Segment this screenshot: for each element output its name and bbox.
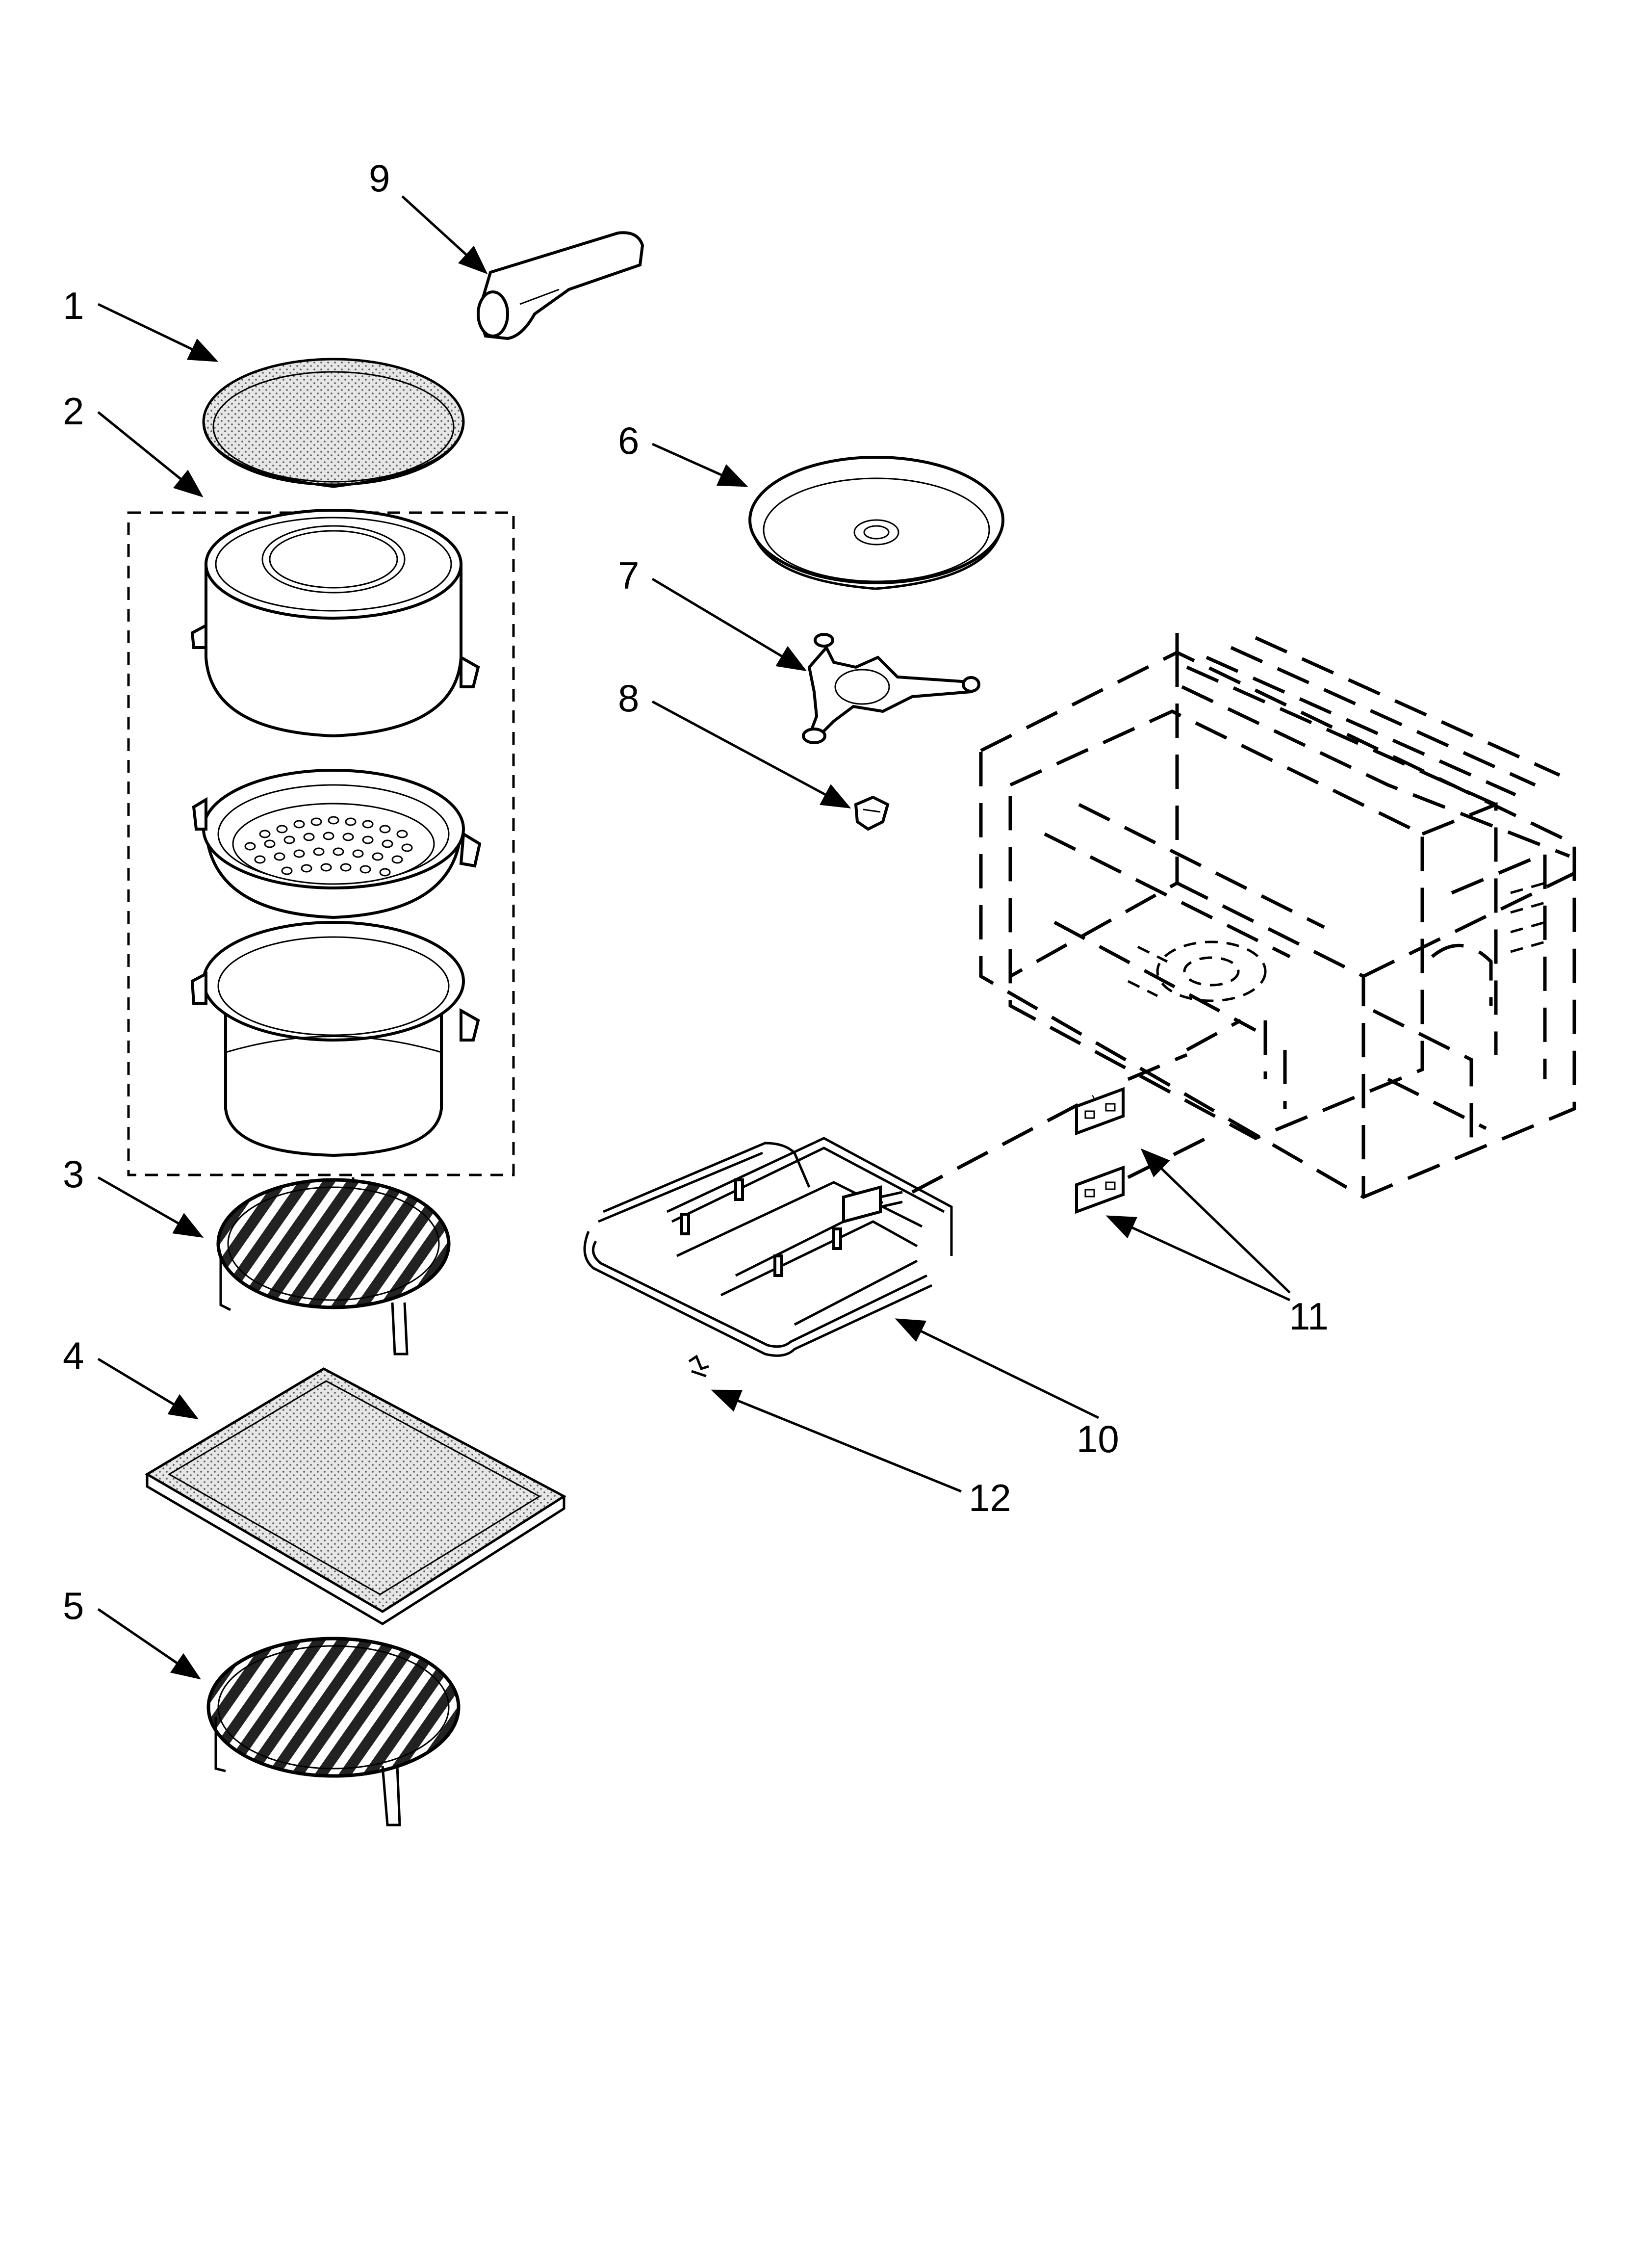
- callout-5: 5: [63, 1584, 84, 1627]
- part-3-low-rack: [216, 1177, 451, 1356]
- callout-8: 8: [618, 677, 639, 720]
- callout-4: 4: [63, 1334, 84, 1377]
- leader-lines: [97, 195, 1291, 1680]
- part-9-handle: [476, 231, 644, 340]
- callout-12: 12: [969, 1476, 1011, 1519]
- part-2-steamer-basket: [192, 769, 482, 919]
- part-2-steamer-set-box: [127, 511, 515, 1176]
- oven-cavity-outline: [979, 633, 1576, 1199]
- part-11-mica-covers: [1075, 1053, 1207, 1214]
- callout-2: 2: [63, 390, 84, 433]
- callout-3: 3: [63, 1152, 84, 1196]
- part-10-heating-element: [583, 1018, 1242, 1357]
- part-12-bracket: [688, 1355, 709, 1378]
- callout-9: 9: [369, 156, 390, 200]
- part-2-steamer-lid: [190, 509, 480, 738]
- part-8-clip: [854, 795, 890, 831]
- callout-7: 7: [618, 554, 639, 597]
- callout-1: 1: [63, 284, 84, 327]
- part-7-roller-support: [802, 633, 980, 744]
- callout-6: 6: [618, 419, 639, 462]
- part-5-high-rack: [206, 1637, 461, 1826]
- callout-10: 10: [1077, 1417, 1119, 1460]
- part-2-steamer-bowl: [190, 921, 480, 1157]
- part-6-turntable-tray: [748, 456, 1004, 590]
- part-1-crisper-pan: [202, 358, 465, 488]
- callout-11: 11: [1289, 1295, 1329, 1338]
- part-4-baking-tray: [145, 1367, 566, 1625]
